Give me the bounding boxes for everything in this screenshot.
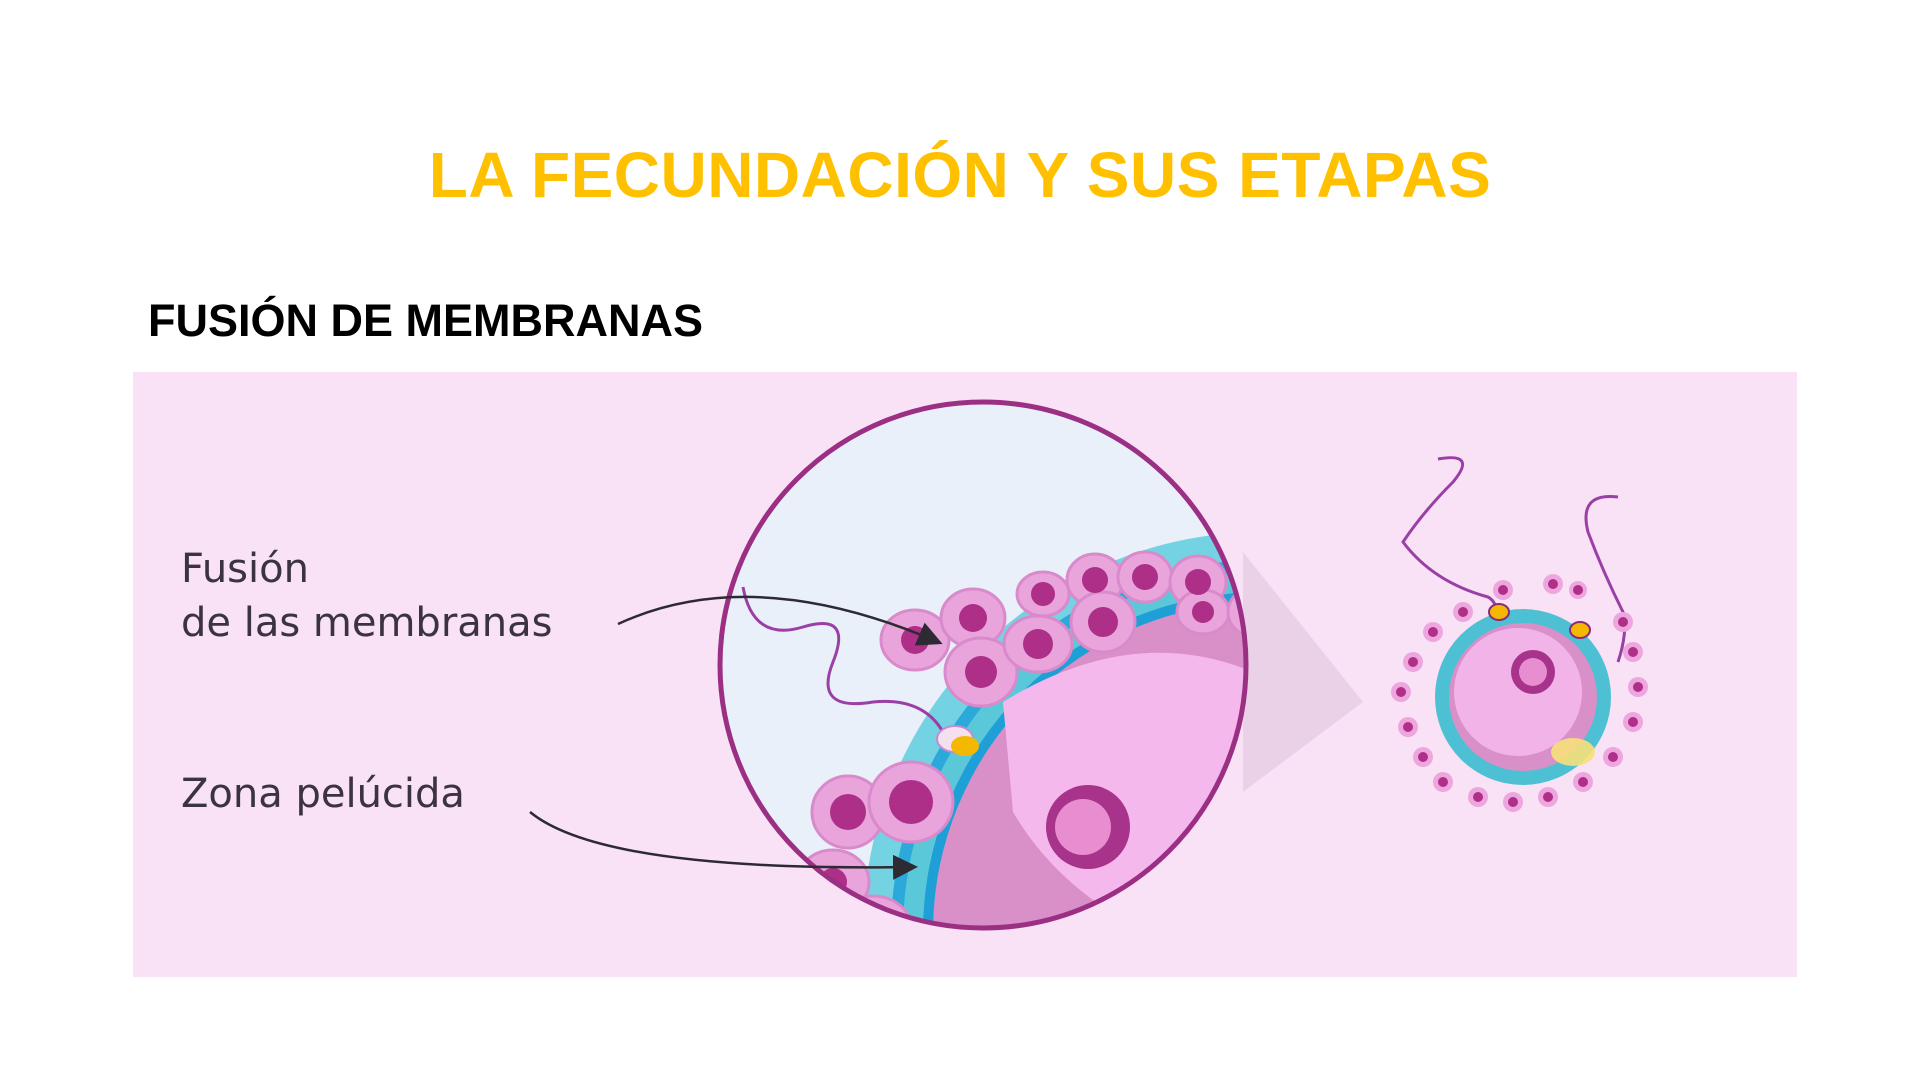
- label-fusion-line2: de las membranas: [181, 600, 553, 646]
- section-heading: FUSIÓN DE MEMBRANAS: [148, 295, 704, 346]
- label-fusion-line1: Fusión: [181, 546, 309, 592]
- label-fusion: Fusión de las membranas: [181, 542, 552, 650]
- magnifier-shadow: [1243, 552, 1363, 792]
- arrow-fusion: [617, 595, 943, 646]
- diagram-illustration: [529, 399, 1648, 931]
- fertilization-diagram: Fusión de las membranas Zona pelúcida: [133, 372, 1797, 977]
- whole-oocyte: [1391, 456, 1648, 812]
- label-zona-pelucida: Zona pelúcida: [181, 771, 465, 817]
- arrow-zona: [529, 811, 918, 880]
- slide-title: LA FECUNDACIÓN Y SUS ETAPAS: [428, 139, 1492, 211]
